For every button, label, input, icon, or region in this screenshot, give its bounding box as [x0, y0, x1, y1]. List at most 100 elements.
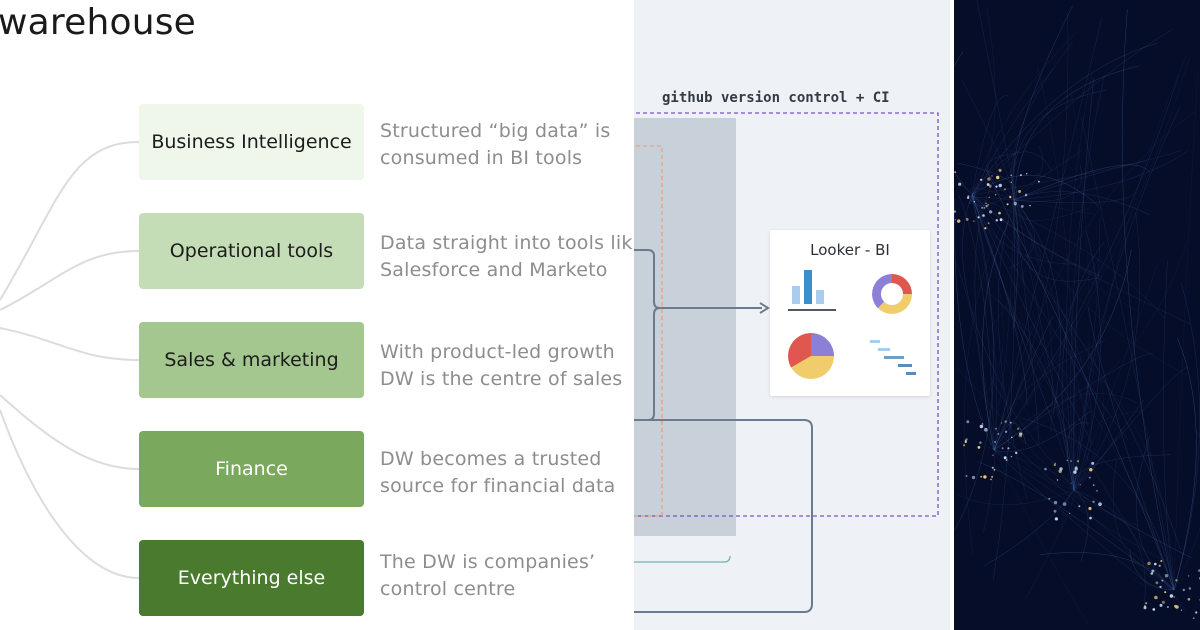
network-node [1167, 606, 1169, 608]
network-node [1004, 430, 1008, 433]
network-node [1004, 420, 1007, 423]
network-node [1010, 181, 1012, 183]
network-edge [993, 449, 1151, 587]
network-edge [993, 393, 1138, 451]
teal-connector [634, 555, 731, 563]
network-node [954, 210, 957, 213]
network-node [1150, 572, 1154, 575]
network-node [966, 196, 970, 199]
network-edge [1069, 78, 1090, 491]
network-edge [971, 194, 1028, 405]
network-node [998, 183, 1002, 188]
network-edge [970, 187, 1015, 206]
network-edge [994, 148, 1016, 201]
network-edge [1173, 426, 1200, 591]
network-node [1056, 479, 1059, 481]
network-node [987, 204, 989, 206]
network-edge [1081, 117, 1175, 591]
network-node [1195, 611, 1198, 614]
network-edge [1067, 472, 1081, 491]
network-node [1147, 561, 1151, 566]
network-node [1001, 422, 1003, 424]
network-node [1014, 204, 1017, 206]
network-edge [1073, 366, 1189, 491]
network-edge [1010, 423, 1075, 491]
network-node [982, 214, 985, 217]
network-node [1143, 606, 1147, 610]
network-edge [1013, 199, 1019, 329]
network-edge [1061, 241, 1105, 491]
network-node [1159, 585, 1162, 589]
network-node [971, 475, 976, 480]
category-description: Data straight into tools lik Salesforce … [380, 232, 633, 281]
network-edge [993, 240, 1188, 451]
network-node [957, 219, 961, 223]
network-node [977, 216, 980, 219]
network-node [954, 219, 956, 221]
network-node [1187, 598, 1191, 601]
network-node [1152, 608, 1156, 611]
network-edge [982, 220, 1010, 451]
network-node [989, 210, 993, 214]
network-node [1059, 467, 1063, 471]
return-loop-connector [634, 419, 813, 613]
network-node [1015, 451, 1018, 455]
network-node [987, 177, 991, 181]
network-node [1091, 461, 1095, 465]
network-node [1007, 447, 1010, 450]
network-node [998, 168, 1002, 172]
network-node [964, 440, 967, 444]
network-edge [971, 194, 1041, 263]
pipeline-diagram-panel: github version control + CI Looker - BI [634, 0, 950, 630]
category-box: Business Intelligence [139, 104, 364, 180]
network-edge [991, 426, 1175, 591]
curve-finance [0, 394, 140, 470]
network-node [988, 184, 992, 188]
network-edge [1087, 307, 1175, 591]
curve-everything-else [0, 409, 140, 579]
network-node [1038, 180, 1040, 183]
network-node [1019, 174, 1022, 177]
looker-title: Looker - BI [810, 241, 890, 259]
network-edge [993, 258, 1100, 451]
network-edge [1073, 489, 1089, 562]
network-node [993, 469, 996, 471]
category-box: Operational tools [139, 213, 364, 289]
network-node [1066, 459, 1069, 462]
network-node [992, 454, 994, 456]
panel-separator [950, 0, 954, 630]
network-edge [1013, 199, 1040, 444]
curve-sales-marketing [0, 327, 140, 361]
network-node [999, 218, 1003, 222]
network-node [995, 427, 997, 430]
network-edge [971, 194, 1165, 319]
network-edge [993, 73, 1180, 451]
network-edge [1013, 199, 1053, 433]
network-node [984, 227, 987, 230]
network-edge [993, 12, 1069, 451]
network-node [1155, 581, 1159, 585]
network-edge [971, 29, 1173, 196]
network-edge [956, 366, 1075, 491]
network-edge [1066, 348, 1175, 591]
network-edge [961, 80, 1015, 201]
network-edge [1072, 411, 1141, 491]
staging-dashed-boundary [634, 145, 663, 517]
network-edge [971, 43, 1158, 196]
network-node [1010, 174, 1012, 177]
network-node [1010, 456, 1013, 458]
network-node [988, 196, 990, 199]
network-node [983, 207, 986, 209]
network-edge [989, 199, 1032, 330]
network-edge [1066, 72, 1093, 491]
network-node [983, 475, 987, 479]
network-edge [1013, 145, 1044, 201]
network-node [1160, 560, 1163, 562]
network-edge [971, 194, 997, 533]
network-node [987, 222, 990, 225]
network-edge [971, 194, 1129, 440]
network-node [1018, 190, 1022, 193]
network-edge [986, 446, 1076, 491]
network-edge [1073, 56, 1187, 491]
